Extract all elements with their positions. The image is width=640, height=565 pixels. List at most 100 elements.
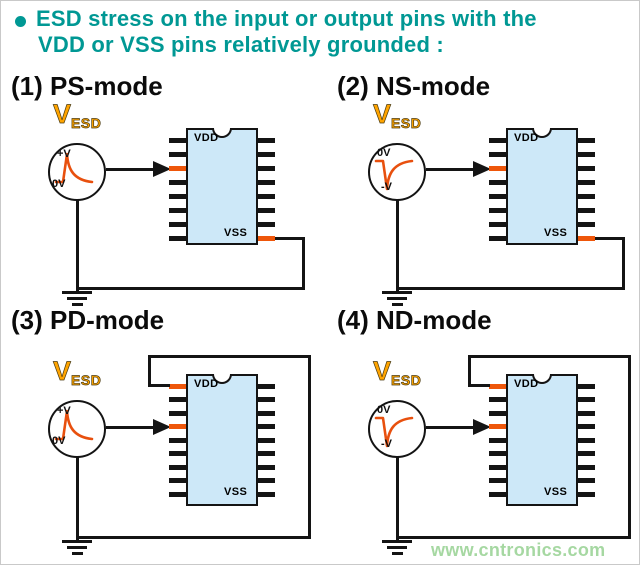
ground-bar (387, 297, 407, 300)
chip-pin (578, 221, 595, 227)
chip-pin (489, 207, 506, 213)
ground-bar (72, 303, 83, 306)
chip-pin (169, 235, 186, 241)
vdd-label: VDD (194, 132, 219, 144)
wave-bottom-label: -V (381, 438, 392, 450)
chip-pin (578, 451, 595, 456)
wire-segment (75, 286, 305, 290)
wire-segment (595, 236, 623, 240)
chip-pin (489, 410, 506, 416)
vss-label: VSS (224, 227, 248, 239)
chip-pin (169, 137, 186, 143)
chip-pins-left (169, 383, 186, 497)
wire-segment (627, 354, 631, 539)
ground-bar (72, 552, 83, 555)
chip-pin (489, 179, 506, 185)
chip-pin (258, 464, 275, 470)
chip-pin-highlighted (578, 235, 595, 241)
chip-pin-highlighted (258, 235, 275, 241)
chip-pin (258, 193, 275, 199)
bullet-icon (15, 16, 26, 27)
chip-pin (258, 151, 275, 157)
ground-bar (382, 291, 412, 294)
chip-pin-highlighted (169, 383, 186, 389)
chip-pin (169, 451, 186, 456)
wire-segment (621, 236, 625, 290)
chip-pin (258, 491, 275, 497)
esd-source-circle: 0V -V (368, 400, 426, 458)
chip-pin (258, 383, 275, 389)
mode-heading: (4) ND-mode (337, 305, 492, 335)
stress-arrow (426, 167, 475, 171)
chip-pin (578, 151, 595, 157)
stress-arrow (106, 167, 155, 171)
wire-segment (467, 354, 631, 358)
vesd-main: V (53, 99, 72, 129)
chip-pins-right (258, 137, 275, 241)
ground-bar (392, 552, 403, 555)
chip-pin (578, 464, 595, 470)
chip-pin (258, 410, 275, 416)
vesd-label: VESD (373, 356, 422, 388)
stress-arrow-head-icon (473, 419, 491, 435)
chip-pin (169, 397, 186, 402)
chip-pin (578, 491, 595, 497)
chip-pin (489, 193, 506, 199)
chip-body (506, 374, 578, 506)
chip-pin (578, 478, 595, 483)
wire-segment (147, 354, 151, 387)
positive-pulse-waveform-icon (54, 152, 94, 184)
ground-bar (67, 297, 87, 300)
chip-pins-right (578, 383, 595, 497)
wire-segment (467, 383, 490, 387)
vdd-label: VDD (514, 132, 539, 144)
ground-bar (387, 546, 407, 549)
chip-pins-right (258, 383, 275, 497)
chip-pin (489, 397, 506, 402)
wave-top-label: 0V (377, 404, 391, 416)
chip-pin (169, 491, 186, 497)
vesd-sub: ESD (391, 372, 422, 388)
chip-pin (258, 207, 275, 213)
chip-pin (169, 410, 186, 416)
chip-pin (169, 193, 186, 199)
vesd-label: VESD (53, 99, 102, 131)
ground-bar (392, 303, 403, 306)
negative-pulse-waveform-icon (374, 159, 414, 191)
ground-bar (382, 540, 412, 543)
vdd-label: VDD (194, 378, 219, 390)
chip-pin (489, 478, 506, 483)
wire-segment (301, 236, 305, 290)
chip-pin (169, 221, 186, 227)
vesd-sub: ESD (71, 115, 102, 131)
title-line-2: VDD or VSS pins relatively grounded : (38, 32, 444, 57)
chip-pin (489, 464, 506, 470)
chip-pin (258, 137, 275, 143)
chip-pin (258, 397, 275, 402)
wire-segment (467, 354, 471, 387)
chip-pins-left (489, 383, 506, 497)
wave-top-label: +V (57, 405, 71, 417)
chip-pin (169, 437, 186, 443)
chip-pin (258, 437, 275, 443)
vesd-main: V (373, 356, 392, 386)
chip-pin (489, 437, 506, 443)
chip-pin (578, 437, 595, 443)
vss-label: VSS (224, 486, 248, 498)
chip-pin (578, 410, 595, 416)
chip-pin (169, 478, 186, 483)
chip-pin-highlighted (489, 424, 506, 429)
wire-segment (307, 354, 311, 539)
vesd-label: VESD (373, 100, 422, 130)
chip-body (506, 128, 578, 245)
esd-source-circle: +V 0V (48, 400, 106, 458)
mode-heading: (2) NS-mode (337, 71, 491, 101)
chip-pin (489, 221, 506, 227)
chip-pin-highlighted (169, 165, 186, 171)
chip-pin (169, 464, 186, 470)
chip-body (186, 128, 258, 245)
chip-pin-highlighted (169, 424, 186, 429)
chip-pin (489, 491, 506, 497)
